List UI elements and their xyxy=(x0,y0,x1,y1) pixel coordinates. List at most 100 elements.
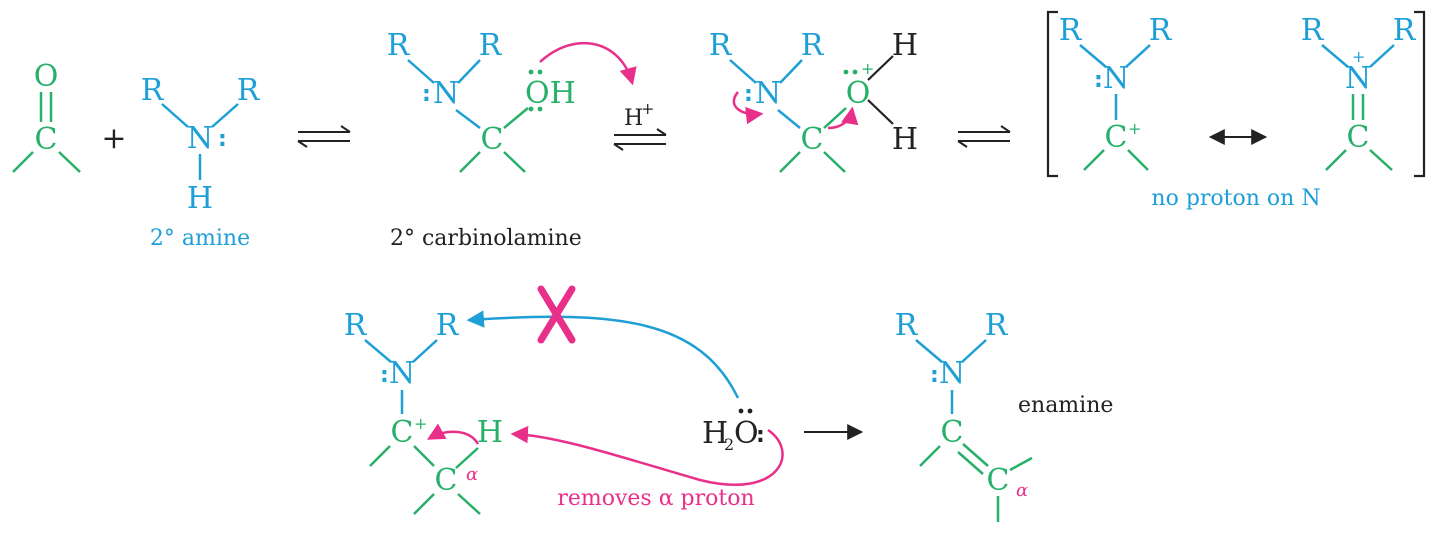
protonated-r-right: R xyxy=(801,28,825,63)
oxonium-bond-h-top xyxy=(867,55,894,81)
equilibrium-arrow-3 xyxy=(957,125,1011,148)
ketone-carbon: C xyxy=(35,122,58,157)
protonated-carbinolamine: R R : N C O + H H xyxy=(709,28,918,173)
ketone-oxygen: O xyxy=(34,59,59,94)
carbocation-r-left: R xyxy=(1059,13,1083,48)
protonated-carbon: C xyxy=(801,122,824,157)
intermediate-charge: + xyxy=(414,414,427,433)
removes-alpha-label: removes α proton xyxy=(557,486,754,511)
carbocation-bond-rr xyxy=(1125,44,1151,68)
iminium-bond-right xyxy=(1369,149,1393,171)
carbocation-bond-rl xyxy=(1079,44,1107,68)
amine-r-left: R xyxy=(141,73,165,108)
carbinolamine-n-lone-pair: : xyxy=(422,82,431,107)
intermediate-r-left: R xyxy=(344,308,368,343)
amine-bond-rr xyxy=(211,103,239,128)
iminium-r-left: R xyxy=(1301,13,1325,48)
intermediate-bond-rr xyxy=(412,339,438,363)
ketone: O C xyxy=(12,59,81,173)
protonated-bond-rr xyxy=(779,59,803,84)
iminium-r-right: R xyxy=(1393,13,1417,48)
oxonium-h-bottom: H xyxy=(892,122,918,157)
enamine-alpha-bond-right xyxy=(1009,456,1033,472)
carbinolamine-carbon: C xyxy=(481,122,504,157)
iminium-bond-rl xyxy=(1321,44,1349,68)
protonation-curved-arrow xyxy=(539,41,637,86)
iminium-form: R R N + C xyxy=(1301,13,1417,171)
amine-hydrogen: H xyxy=(187,181,213,216)
carbinolamine-nitrogen: N xyxy=(433,76,459,111)
enamine-product: R R : N C C α xyxy=(895,308,1033,522)
amine-bond-rl xyxy=(161,103,189,128)
oxonium-oxygen: O xyxy=(846,76,871,111)
carbocation-charge: + xyxy=(1128,119,1141,138)
enamine-bond-rl xyxy=(915,339,943,363)
intermediate-bond-rl xyxy=(364,339,392,363)
carbinolamine-r-left: R xyxy=(387,28,411,63)
intermediate-bond-c-calpha xyxy=(413,445,435,467)
protonated-n-lone-pair: : xyxy=(744,82,753,107)
carbocation-carbon: C xyxy=(1105,120,1128,155)
intermediate-nitrogen: N xyxy=(389,356,415,391)
alpha-carbon: C xyxy=(435,463,458,498)
carbinolamine-r-right: R xyxy=(479,28,503,63)
ketone-right-bond xyxy=(58,151,81,173)
enamine-bond-left xyxy=(919,445,941,467)
carbinolamine-oh: OH xyxy=(525,76,576,111)
protonated-bond-n-c xyxy=(777,109,801,129)
carbinolamine-bond-n-c xyxy=(455,109,481,129)
alpha-hydrogen: H xyxy=(477,415,503,450)
alpha-bond-right xyxy=(457,493,481,515)
oxonium-bond-h-bottom xyxy=(867,99,894,125)
enamine-r-right: R xyxy=(985,308,1009,343)
iminium-charge: + xyxy=(1352,47,1365,66)
n-lone-pair-arrow xyxy=(732,91,764,125)
enamine-alpha-carbon: C xyxy=(987,463,1010,498)
amine-lone-pair: : xyxy=(218,127,227,152)
carbocation-intermediate: R R : N C + C α H xyxy=(344,308,503,515)
intermediate-r-right: R xyxy=(436,308,460,343)
protonated-bond-left xyxy=(779,151,801,173)
blocked-attack-arrow xyxy=(466,310,740,399)
ch-bond-arrow xyxy=(426,423,480,445)
carbinolamine-bond-rr xyxy=(457,59,481,84)
carbocation-bond-right xyxy=(1127,149,1149,171)
oxonium-charge: + xyxy=(861,59,874,78)
water-hydrogen: H xyxy=(702,416,728,451)
resonance-bracket xyxy=(1046,10,1426,178)
oxonium-h-top: H xyxy=(892,28,918,63)
alpha-bond-h xyxy=(455,447,479,469)
carbinolamine-bond-rl xyxy=(407,59,435,84)
carbocation-r-right: R xyxy=(1149,13,1173,48)
no-proton-label: no proton on N xyxy=(1151,186,1320,211)
amine-nitrogen: N xyxy=(187,121,213,156)
intermediate-bond-left xyxy=(369,445,391,467)
proton-charge: + xyxy=(641,99,654,118)
enamine-alpha-marker: α xyxy=(1016,480,1028,501)
carbocation-bond-left xyxy=(1083,149,1105,171)
enamine-n-lone-pair: : xyxy=(930,363,939,388)
alpha-marker: α xyxy=(466,464,478,485)
protonated-bond-rl xyxy=(729,59,757,84)
carbinolamine: R R : N C OH 2° carbinolamine xyxy=(387,28,582,251)
equilibrium-arrow-2: H + xyxy=(613,99,667,151)
plus-sign: + xyxy=(101,121,126,156)
carbinolamine-bond-right xyxy=(503,151,526,173)
enamine-bond-rr xyxy=(961,339,987,363)
enamine-double-bond-1 xyxy=(962,443,989,467)
intermediate-n-lone-pair: : xyxy=(380,363,389,388)
water-base: H 2 O : xyxy=(702,408,765,454)
amine-label: 2° amine xyxy=(150,226,250,251)
enamine-carbon: C xyxy=(941,415,964,450)
equilibrium-arrow-1 xyxy=(297,125,351,148)
carbinolamine-bond-left xyxy=(459,151,481,173)
iminium-bond-rr xyxy=(1369,44,1395,68)
c-o-bond-arrow xyxy=(827,106,859,130)
protonated-bond-right xyxy=(823,151,846,173)
water-oxygen: O xyxy=(734,416,759,451)
iminium-nitrogen: N xyxy=(1345,61,1371,96)
protonated-nitrogen: N xyxy=(755,76,781,111)
intermediate-carbon: C xyxy=(391,415,414,450)
carbocation-n-lone-pair: : xyxy=(1094,68,1103,93)
